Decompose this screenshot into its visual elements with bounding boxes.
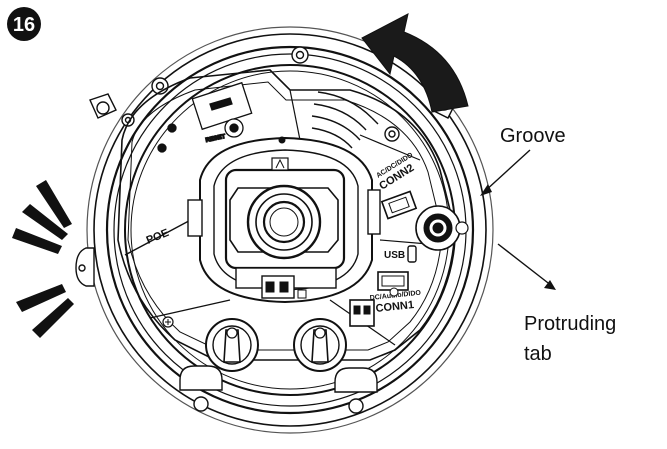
conn1-area: DC/Audio/DIDO CONN1 (349, 290, 422, 327)
protruding-tab-label-line1: Protruding (524, 313, 616, 335)
groove-label: Groove (500, 125, 566, 147)
click-sound-marks-icon (12, 180, 74, 338)
conn1-label: CONN1 (375, 299, 415, 315)
groove-screw (415, 205, 469, 251)
rim-tabs (89, 46, 457, 414)
protruding-tab-label-line2: tab (524, 343, 552, 365)
vent-slots (311, 91, 379, 149)
reset-area: RESET (157, 81, 253, 153)
usb-area: USB (377, 245, 417, 291)
reset-label: RESET (205, 134, 226, 144)
left-protruding-tab (75, 247, 95, 287)
protruding-tab-callout: Protruding tab (497, 243, 616, 365)
conn2-area: AC/DC/DIDO CONN2 (375, 151, 418, 220)
poe-label: POE (145, 227, 171, 247)
curved-rotate-arrow-icon (361, 13, 469, 113)
step-badge: 16 (7, 7, 41, 41)
usb-label: USB (384, 250, 405, 261)
bottom-knobs (162, 287, 399, 372)
step-number: 16 (13, 14, 35, 36)
lens-module (187, 136, 381, 304)
groove-callout: Groove (480, 125, 566, 196)
